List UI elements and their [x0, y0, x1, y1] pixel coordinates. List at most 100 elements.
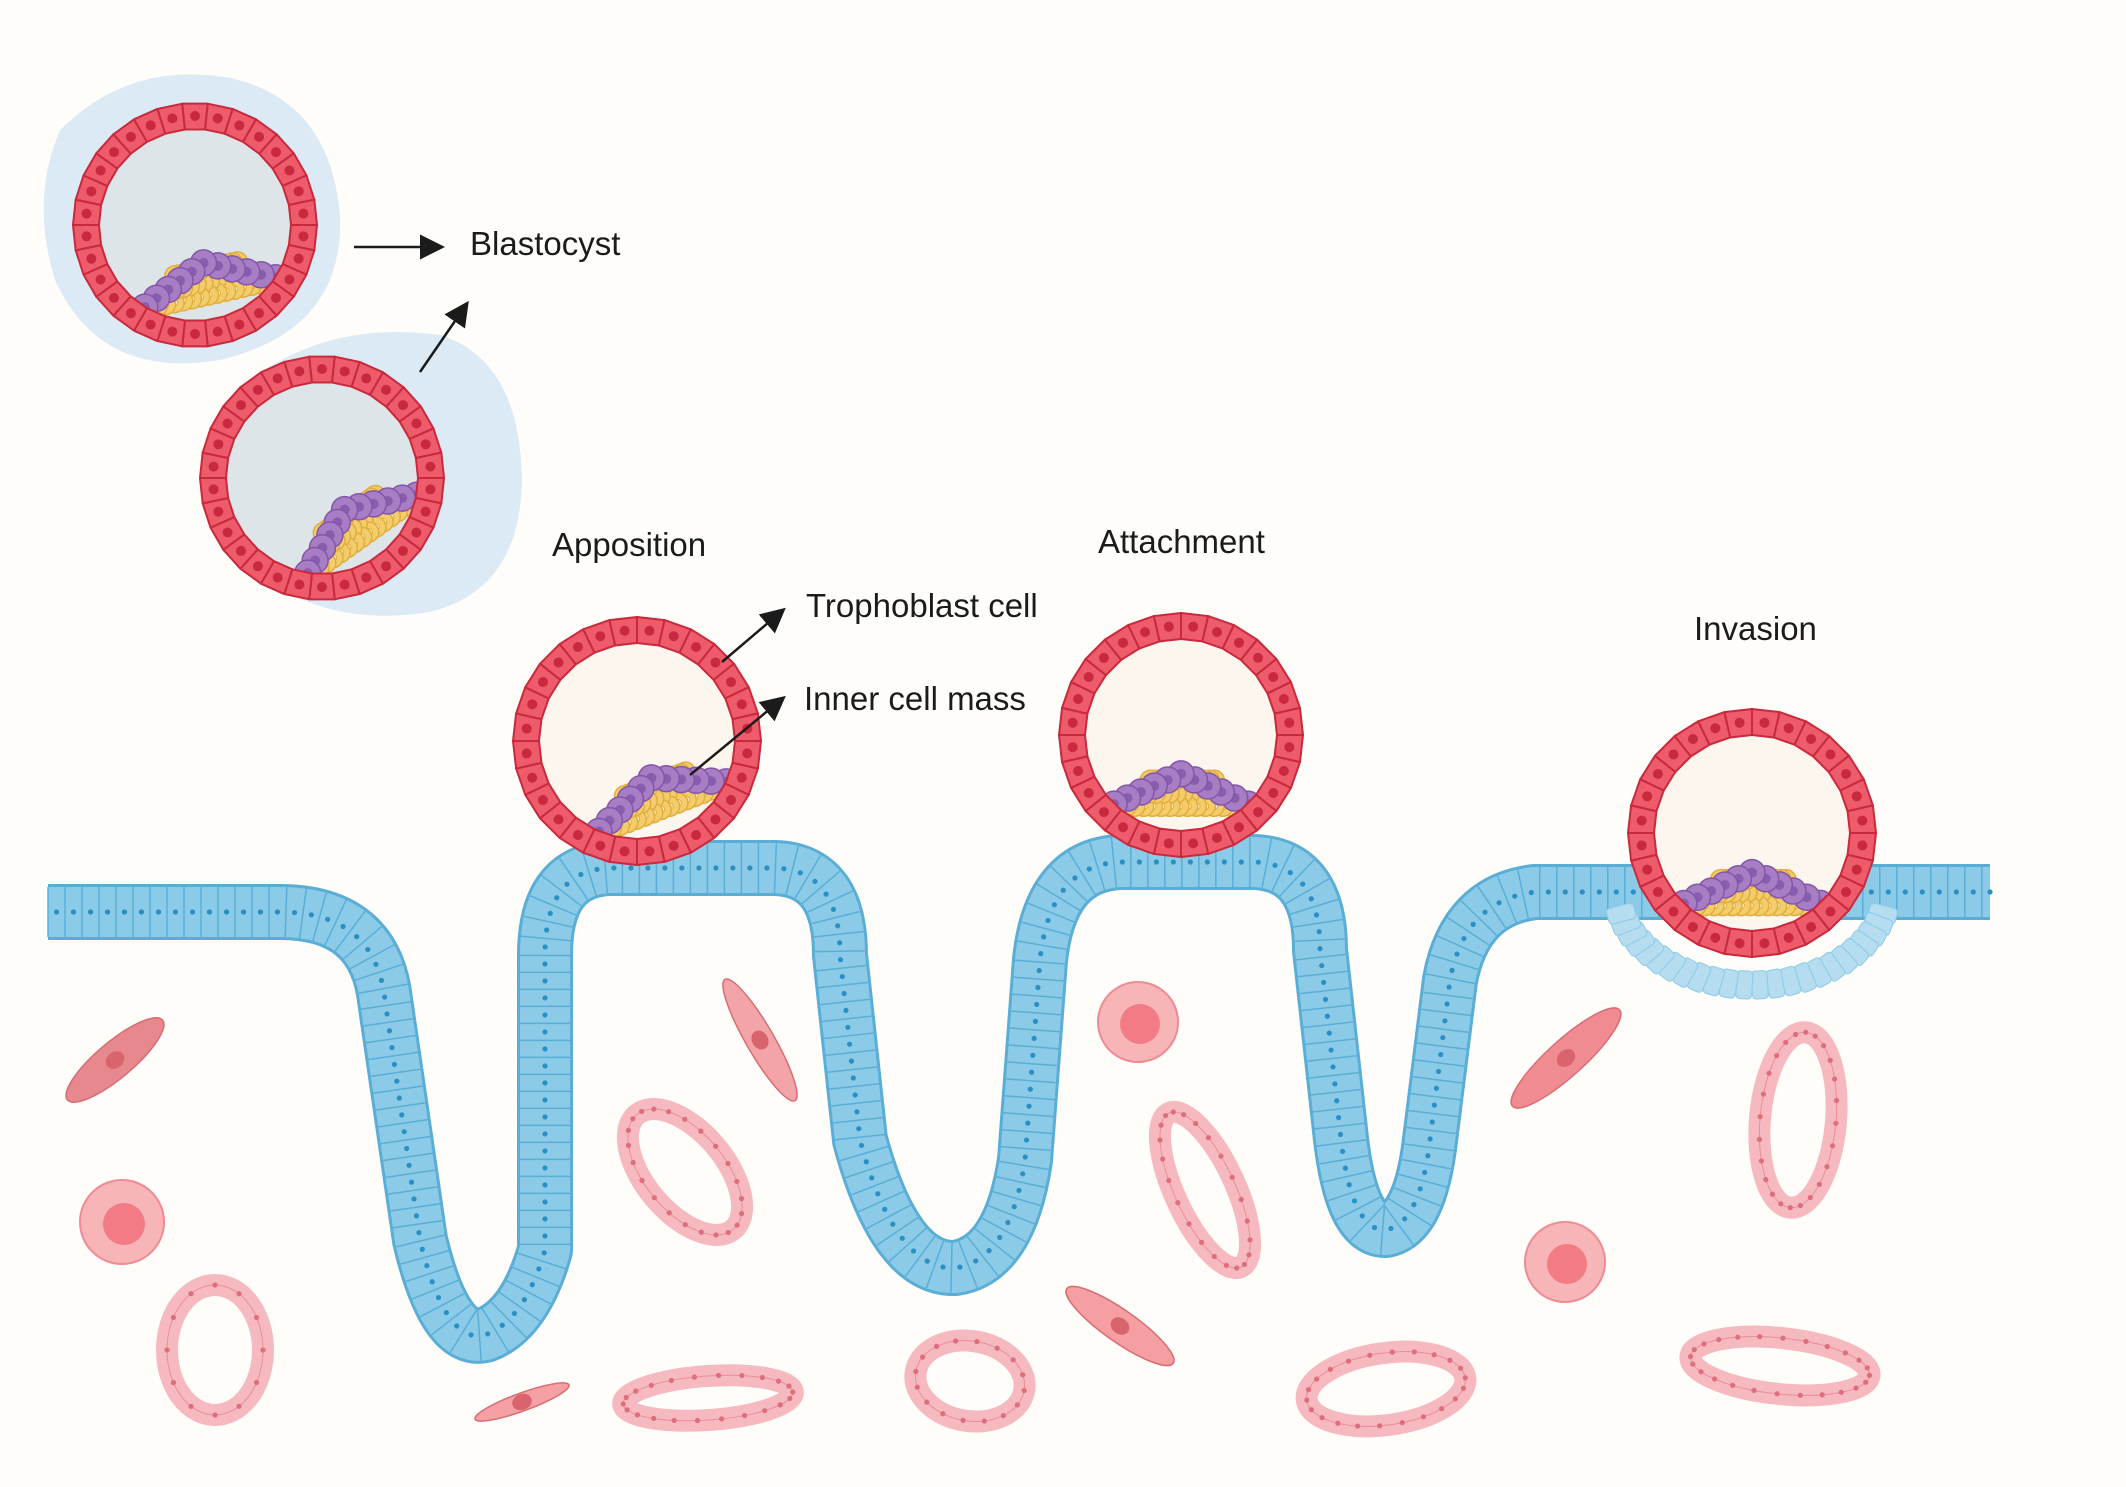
gland-cell-nucleus	[1175, 1200, 1181, 1206]
gland-cell-nucleus	[1229, 1174, 1235, 1180]
trophoblast-cell-nucleus	[1851, 864, 1862, 875]
epithelial-cell-nucleus	[542, 1080, 548, 1086]
epithelial-cell-nucleus	[1429, 1119, 1435, 1125]
trophoblast-cell-nucleus	[1734, 938, 1745, 949]
epithelial-cell-nucleus	[713, 865, 719, 871]
epithelial-cell-nucleus	[542, 1063, 548, 1069]
epithelial-cell-nucleus	[1031, 1035, 1037, 1041]
trophoblast-cell-nucleus	[235, 400, 246, 411]
epithelial-cell-nucleus	[1359, 1213, 1365, 1219]
epithelial-cell-nucleus	[1422, 1169, 1428, 1176]
epithelial-cell-border	[349, 944, 395, 970]
epithelial-cell-nucleus	[973, 1258, 979, 1264]
trophoblast-cell-nucleus	[145, 120, 156, 131]
gland-cell-nucleus	[1803, 1338, 1809, 1345]
epithelial-cell-border	[1446, 916, 1490, 946]
gland-cell-nucleus	[1780, 1335, 1786, 1341]
trophoblast-cell-nucleus	[1825, 749, 1836, 760]
trophoblast-cell-nucleus	[1759, 938, 1770, 949]
epithelial-cell-border	[390, 1203, 441, 1212]
fibroblast-nucleus	[751, 1030, 769, 1050]
epithelial-cell-nucleus	[852, 1092, 858, 1098]
trophoblast-cell-nucleus	[1233, 822, 1244, 833]
gland-cell-nucleus	[725, 1160, 731, 1167]
epithelial-cell-nucleus	[1119, 859, 1125, 865]
gland-wall	[904, 1329, 1036, 1433]
gland-cell-nucleus	[1856, 1357, 1862, 1363]
gland-cell-nucleus	[1824, 1164, 1830, 1170]
epithelial-cell-border	[365, 1034, 416, 1044]
gland-cell-nucleus	[651, 1415, 657, 1422]
trophoblast-cell-nucleus	[644, 625, 655, 636]
trophoblast-cell-nucleus	[1098, 807, 1109, 818]
gland-cell-nucleus	[1866, 1372, 1873, 1379]
gland-cell-nucleus	[713, 1143, 719, 1149]
epithelial-cell-nucleus	[419, 1246, 425, 1252]
epithelial-cell-border	[400, 1250, 449, 1265]
gland-cell-nucleus	[260, 1347, 266, 1353]
gland-cell-nucleus	[1816, 1181, 1822, 1187]
epithelial-cell-border	[785, 845, 800, 895]
gland-cell-nucleus	[981, 1418, 987, 1424]
epithelial-cell-border	[1349, 1203, 1386, 1242]
gland-cell-nucleus	[1447, 1357, 1453, 1363]
epithelial-cell-nucleus	[413, 1213, 420, 1219]
gland-cell-nucleus	[739, 1372, 745, 1379]
gland-cell-nucleus	[1842, 1350, 1848, 1356]
gland-cell-nucleus	[787, 1395, 793, 1402]
trophoblast-cell-nucleus	[271, 147, 282, 158]
gland-cell-nucleus	[1211, 1253, 1217, 1260]
gland-cell-nucleus	[1735, 1334, 1741, 1340]
epithelial-cell-nucleus	[1011, 1204, 1017, 1210]
epithelial-cell-nucleus	[274, 909, 281, 915]
epithelial-cell-nucleus	[121, 909, 128, 915]
epithelial-cell-border	[334, 910, 366, 952]
gland-cell-nucleus	[924, 1399, 930, 1405]
trophoblast-cell-nucleus	[1284, 742, 1295, 753]
epithelial-cell-nucleus	[401, 1129, 407, 1135]
epithelial-cell-nucleus	[1337, 1131, 1344, 1138]
trophoblast-cell-nucleus	[521, 723, 532, 734]
epithelial-cell-nucleus	[890, 1221, 896, 1227]
blastocyst-apposition	[512, 616, 762, 866]
gland-cell-nucleus	[1246, 1252, 1252, 1258]
epithelial-cell-nucleus	[542, 1131, 548, 1137]
epithelial-cell-border	[1404, 1143, 1454, 1152]
epithelial-cell-border	[987, 1204, 1035, 1225]
epithelial-cell-nucleus	[386, 1028, 393, 1034]
epithelial-cell-border	[851, 1176, 899, 1196]
trophoblast-cell-nucleus	[1840, 768, 1851, 779]
epithelial-cell-border	[520, 935, 571, 942]
epithelial-cell-nucleus	[1027, 1086, 1033, 1092]
epithelial-cell-nucleus	[1324, 1013, 1330, 1019]
trophoblast-cell-nucleus	[553, 814, 564, 825]
epithelial-cell-nucleus	[875, 1191, 881, 1197]
gland-cell-nucleus	[624, 1407, 630, 1413]
epithelial-cell-border	[529, 895, 577, 916]
gland-cell-nucleus	[1355, 1423, 1361, 1429]
trophoblast-cell-nucleus	[710, 657, 721, 668]
gland-cell-nucleus	[1439, 1406, 1445, 1412]
epithelial-cell-nucleus	[1336, 1115, 1342, 1121]
gland-cell-nucleus	[1247, 1237, 1253, 1243]
epithelial-cell-border	[1414, 1059, 1465, 1067]
epithelial-cell-border	[385, 1169, 436, 1179]
trophoblast-cell-nucleus	[1851, 791, 1862, 802]
gland-cell-nucleus	[698, 1128, 704, 1134]
trophoblast-cell-nucleus	[521, 748, 532, 759]
epithelial-cell-border	[395, 1234, 445, 1248]
epithelial-cell-border	[1021, 921, 1070, 936]
gland-cell-nucleus	[742, 1412, 748, 1419]
gland-cell-nucleus	[1238, 1196, 1244, 1203]
trophoblast-cell-nucleus	[411, 527, 422, 538]
epithelial-cell-nucleus	[542, 995, 548, 1001]
label-trophoblast-cell: Trophoblast cell	[806, 587, 1038, 624]
epithelial-cell-border	[1496, 875, 1517, 923]
gland-cell-nucleus	[920, 1354, 926, 1360]
epithelial-cell-nucleus	[1328, 1047, 1334, 1053]
gland-cell-nucleus	[1420, 1414, 1427, 1420]
blastocyst-attachment	[1058, 612, 1304, 858]
trophoblast-cell-nucleus	[167, 326, 178, 337]
epithelial-cell-border	[1307, 1054, 1357, 1062]
gland-cell-nucleus	[725, 1229, 731, 1236]
